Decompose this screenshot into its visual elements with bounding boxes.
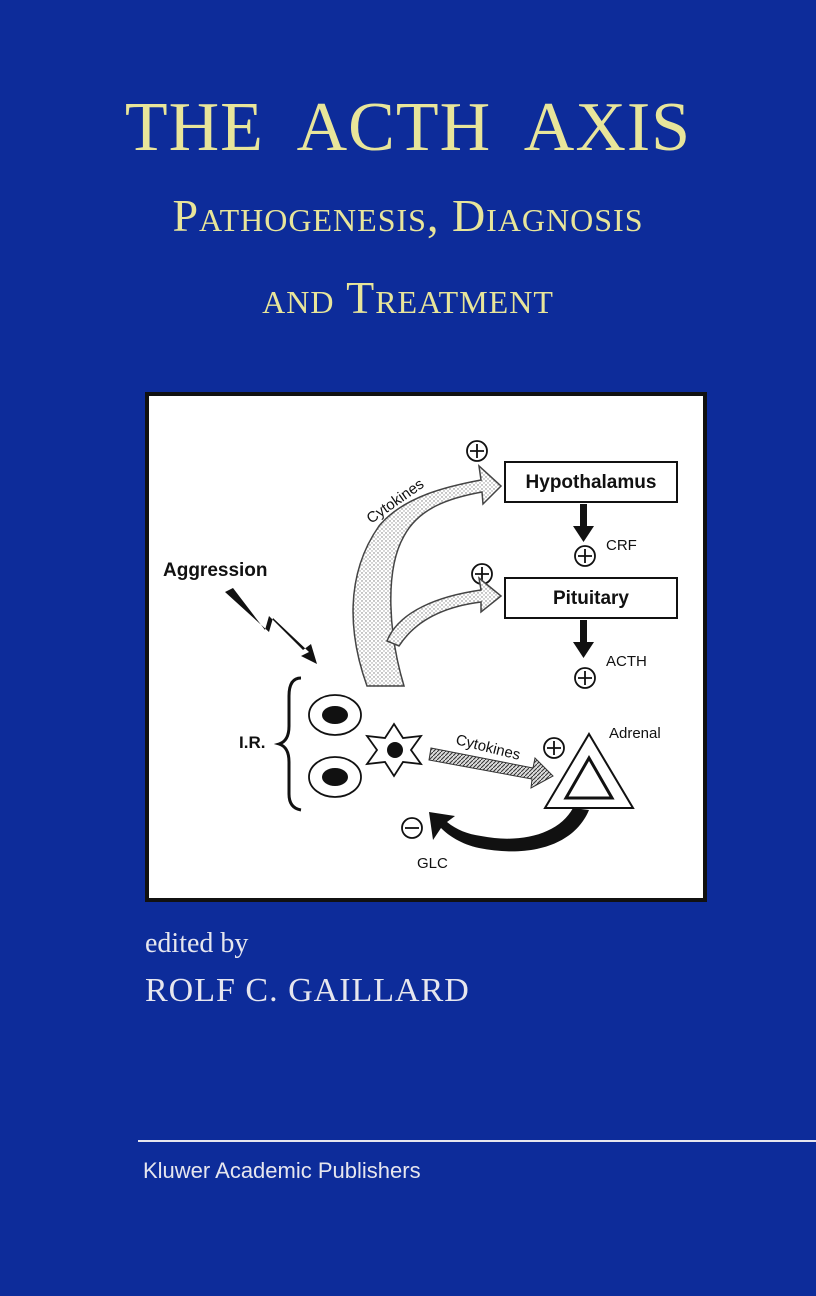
macrophage-cell: [365, 722, 423, 778]
pituitary-to-adrenal-arrow: [573, 620, 594, 658]
adrenal-label: Adrenal: [609, 725, 661, 742]
immune-cell: [308, 694, 362, 736]
hypothalamus-to-pituitary-arrow: [573, 504, 594, 542]
book-subtitle-line-2: and Treatment: [262, 272, 554, 323]
book-subtitle-line-1: Pathogenesis, Diagnosis: [172, 190, 644, 241]
book-title: THE ACTH AXIS: [124, 89, 692, 166]
cytokines-arrow-to-adrenal: [428, 747, 554, 789]
adrenal-gland-icon: [543, 732, 635, 809]
aggression-label: Aggression: [163, 560, 268, 581]
minus-icon: [401, 817, 423, 839]
diagram-canvas: Hypothalamus Pituitary: [163, 440, 678, 872]
hypothalamus-box: [504, 461, 678, 503]
plus-icon: [466, 440, 488, 462]
immune-cell: [308, 756, 362, 798]
pituitary-label: Pituitary: [553, 588, 629, 609]
plus-icon: [574, 545, 596, 567]
acth-label: ACTH: [606, 653, 647, 670]
pituitary-box: [504, 577, 678, 619]
divider: [138, 1140, 816, 1142]
hypothalamus-label: Hypothalamus: [526, 472, 657, 493]
acth-axis-diagram: Hypothalamus Pituitary: [145, 392, 707, 902]
cytokines-arrow-to-pituitary: [386, 576, 503, 647]
glc-feedback-arrow: [429, 808, 589, 852]
cytokines-arrow-to-hypothalamus: [352, 464, 503, 687]
glc-label: GLC: [417, 855, 448, 872]
plus-icon: [543, 737, 565, 759]
crf-label: CRF: [606, 537, 637, 554]
plus-icon: [574, 667, 596, 689]
editor-name: ROLF C. GAILLARD: [145, 972, 470, 1009]
publisher-name: Kluwer Academic Publishers: [143, 1158, 421, 1183]
lightning-bolt-icon: [225, 588, 317, 664]
ir-label: I.R.: [239, 733, 265, 752]
brace: [273, 676, 302, 812]
edited-by-label: edited by: [145, 928, 249, 959]
